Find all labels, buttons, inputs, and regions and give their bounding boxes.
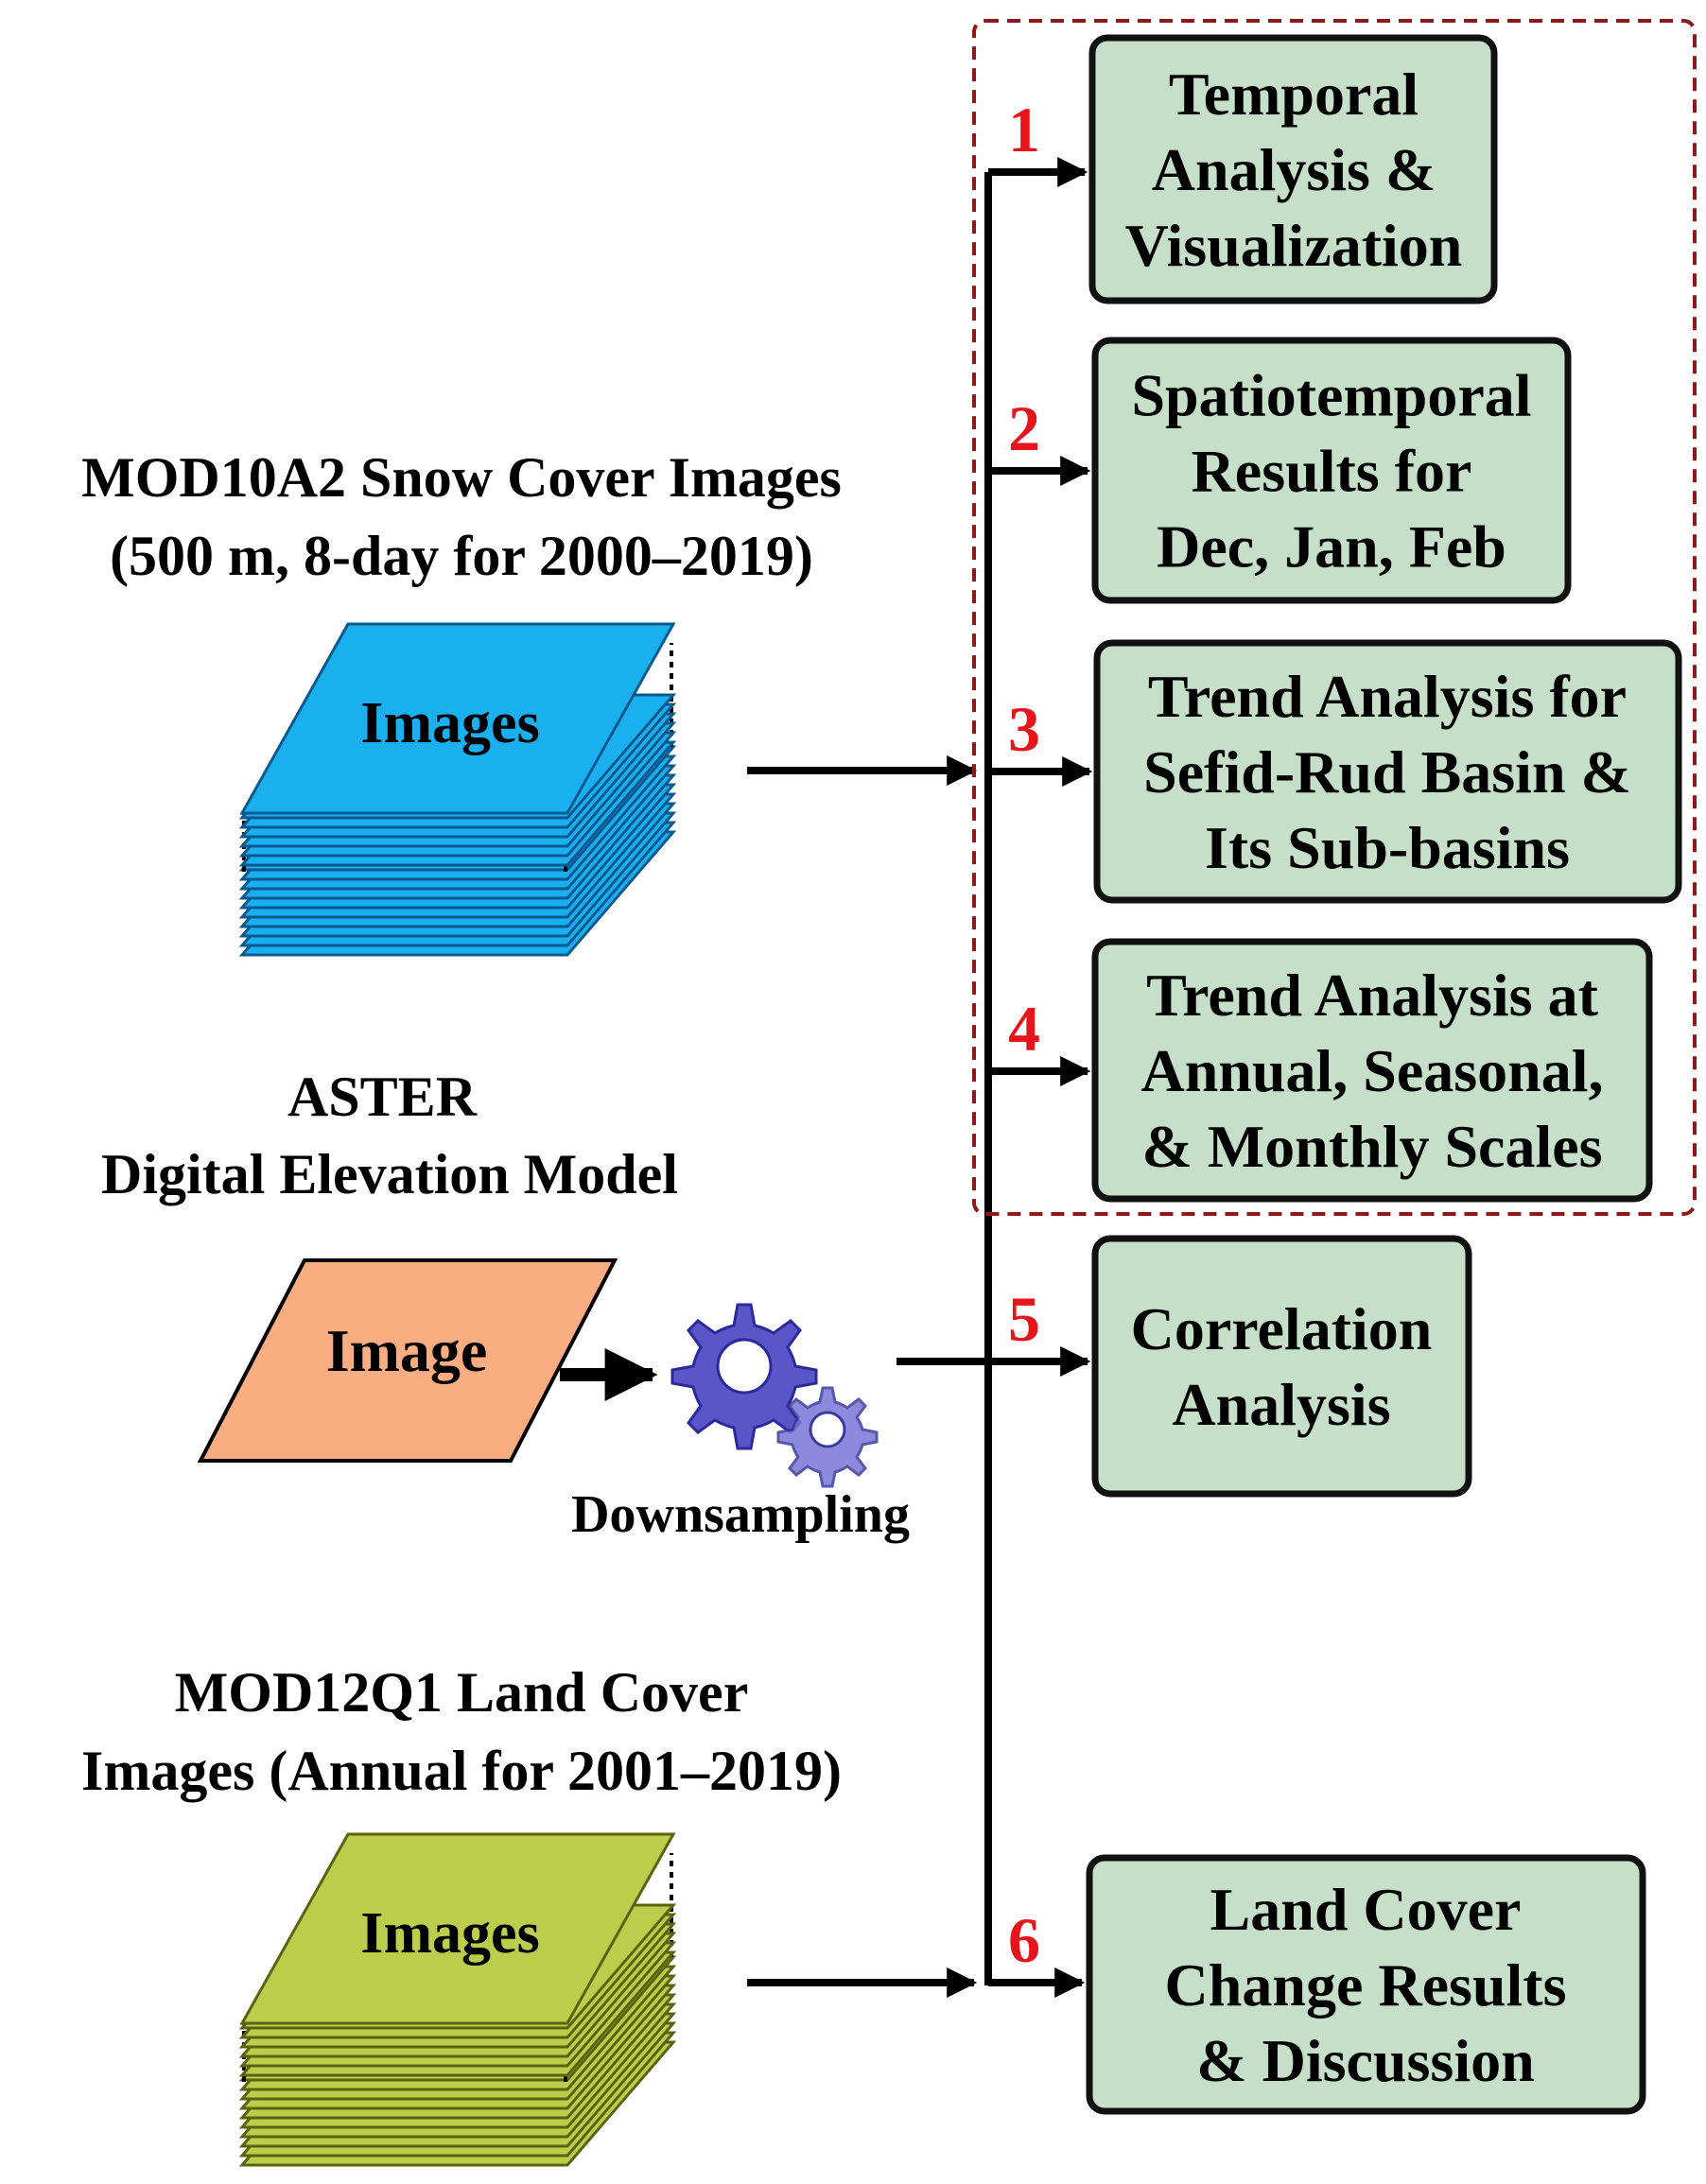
- analysis-group-border: [972, 19, 1697, 1216]
- output-box: [1088, 34, 1498, 304]
- output-step-4: 4 Trend Analysis at Annual, Seasonal, & Mon…: [988, 938, 1653, 1203]
- output-box: [1091, 1235, 1472, 1498]
- dem-title-line1: ASTER: [287, 1066, 478, 1128]
- snow-stack-label: Images: [360, 691, 539, 755]
- dem-image-shape: [197, 1258, 618, 1463]
- connectors: [747, 172, 992, 1998]
- downsampling-label: Downsampling: [571, 1485, 910, 1544]
- output-box-line: Results for: [1192, 438, 1472, 505]
- output-box: [1086, 1854, 1646, 2115]
- output-box-line: Temporal: [1169, 61, 1419, 128]
- output-box-line: Analysis: [1172, 1371, 1390, 1438]
- snow-title-line2: (500 m, 8-day for 2000–2019): [110, 525, 813, 587]
- snow-input-group: MOD10A2 Snow Cover Images (500 m, 8-day …: [81, 446, 842, 957]
- dem-image-label: Image: [326, 1317, 488, 1384]
- output-box-line: Correlation: [1131, 1295, 1433, 1362]
- step-number: 4: [1008, 993, 1040, 1065]
- output-box-line: Trend Analysis at: [1146, 962, 1598, 1029]
- output-box-line: Spatiotemporal: [1131, 362, 1531, 429]
- output-box-line: Sefid-Rud Basin &: [1143, 738, 1631, 806]
- output-box-line: Land Cover: [1210, 1876, 1522, 1943]
- output-box: [1091, 337, 1572, 604]
- step-number: 1: [1008, 94, 1040, 165]
- output-box-line: Analysis &: [1152, 136, 1436, 203]
- land-title-line2: Images (Annual for 2001–2019): [81, 1740, 842, 1802]
- step-number: 3: [1008, 693, 1040, 765]
- step-number: 5: [1008, 1283, 1040, 1355]
- dem-title-line2: Digital Elevation Model: [101, 1143, 678, 1205]
- output-box: [1093, 639, 1682, 904]
- output-box-line: & Discussion: [1196, 2027, 1534, 2094]
- land-input-group: MOD12Q1 Land Cover Images (Annual for 20…: [81, 1661, 842, 2167]
- land-image-stack: Images: [238, 1832, 677, 2167]
- output-box-line: & Monthly Scales: [1141, 1113, 1602, 1180]
- output-box-line: Its Sub-basins: [1205, 814, 1570, 881]
- output-box-line: Change Results: [1165, 1951, 1567, 2019]
- land-title-line1: MOD12Q1 Land Cover: [175, 1661, 749, 1724]
- output-box-line: Trend Analysis for: [1148, 663, 1627, 730]
- dem-input-group: ASTER Digital Elevation Model Image Down…: [101, 1066, 910, 1544]
- output-box-line: Visualization: [1125, 212, 1463, 279]
- gear-icon: [670, 1303, 879, 1488]
- output-box-line: Dec, Jan, Feb: [1157, 513, 1506, 581]
- snow-title-line1: MOD10A2 Snow Cover Images: [81, 446, 842, 509]
- output-box-line: Annual, Seasonal,: [1140, 1037, 1603, 1104]
- snow-image-stack: Images: [238, 622, 677, 957]
- step-number: 6: [1008, 1904, 1040, 1976]
- land-stack-label: Images: [360, 1901, 539, 1966]
- step-number: 2: [1008, 392, 1040, 464]
- output-box: [1091, 938, 1653, 1203]
